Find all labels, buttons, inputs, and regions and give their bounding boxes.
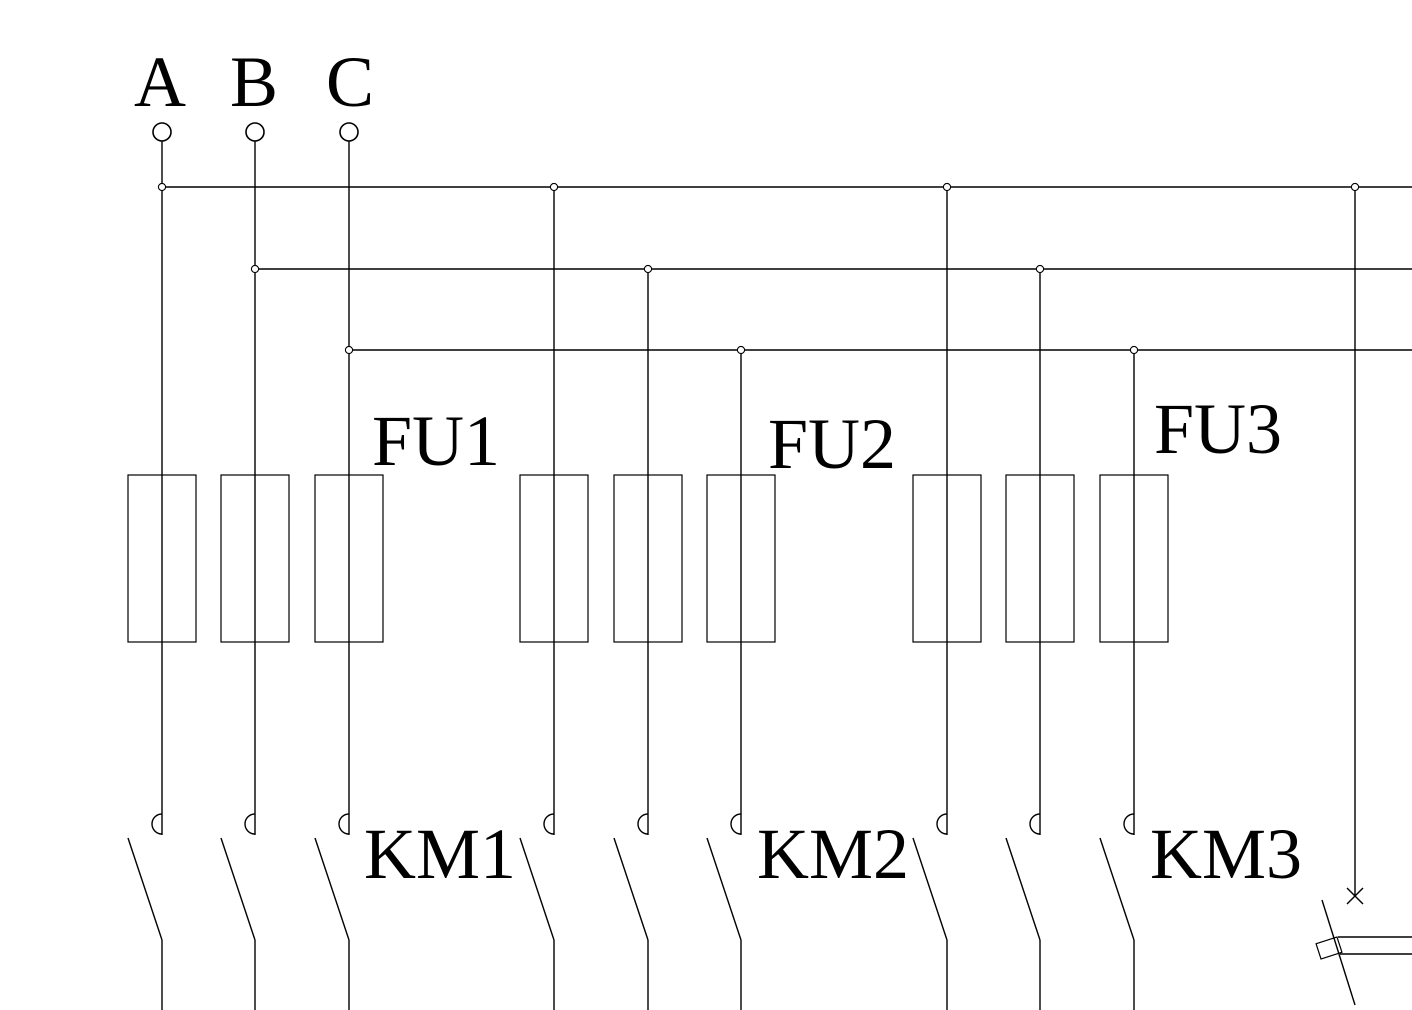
fuse-body (220, 474, 290, 643)
junction-node (1035, 264, 1045, 274)
contact-arc (936, 813, 948, 835)
contact-arc (338, 813, 350, 835)
fuse-group-2 (519, 474, 776, 643)
fuse-label-1: FU1 (372, 401, 500, 481)
fuse-body (706, 474, 776, 643)
phase-label-b: B (230, 42, 278, 122)
contact-arc (244, 813, 256, 835)
junction-node (643, 264, 653, 274)
contactor-label-1: KM1 (364, 814, 516, 894)
contact-blade (912, 837, 948, 941)
fuse-body (613, 474, 683, 643)
phase-label-a: A (134, 42, 186, 122)
fuse-body (314, 474, 384, 643)
junction-nodes (157, 182, 1360, 355)
breaker-cross (1346, 887, 1364, 905)
fuse-group-1 (127, 474, 384, 643)
terminal-b (245, 122, 265, 142)
contact-blade (706, 837, 742, 941)
junction-node (157, 182, 167, 192)
breaker-symbol (1315, 887, 1412, 1006)
junction-node (549, 182, 559, 192)
contact-arc (1123, 813, 1135, 835)
fuse-body (1005, 474, 1075, 643)
contact-blade (127, 837, 163, 941)
contact-arc (151, 813, 163, 835)
junction-node (344, 345, 354, 355)
fuse-body (519, 474, 589, 643)
fuse-label-3: FU3 (1154, 389, 1282, 469)
terminal-a (152, 122, 172, 142)
junction-node (250, 264, 260, 274)
contact-blade (314, 837, 350, 941)
contactor-group-1 (127, 813, 350, 1010)
contact-blade (519, 837, 555, 941)
contactor-group-2 (519, 813, 742, 1010)
contact-arc (637, 813, 649, 835)
breaker-handle (1315, 936, 1343, 960)
fuse-body (912, 474, 982, 643)
contactor-label-2: KM2 (757, 814, 909, 894)
junction-node (942, 182, 952, 192)
junction-node (1129, 345, 1139, 355)
fuse-body (127, 474, 197, 643)
terminal-c (339, 122, 359, 142)
fuse-body (1099, 474, 1169, 643)
contact-blade (220, 837, 256, 941)
contact-blade (1005, 837, 1041, 941)
contact-blade (613, 837, 649, 941)
junction-node (1350, 182, 1360, 192)
contact-blade (1099, 837, 1135, 941)
contact-arc (543, 813, 555, 835)
contact-arc (1029, 813, 1041, 835)
fuse-group-3 (912, 474, 1169, 643)
contact-arc (730, 813, 742, 835)
contactor-label-3: KM3 (1150, 814, 1302, 894)
contactor-group-3 (912, 813, 1135, 1010)
fuse-label-2: FU2 (768, 404, 896, 484)
breaker-blade (1321, 899, 1356, 1006)
phase-label-c: C (326, 42, 374, 122)
junction-node (736, 345, 746, 355)
